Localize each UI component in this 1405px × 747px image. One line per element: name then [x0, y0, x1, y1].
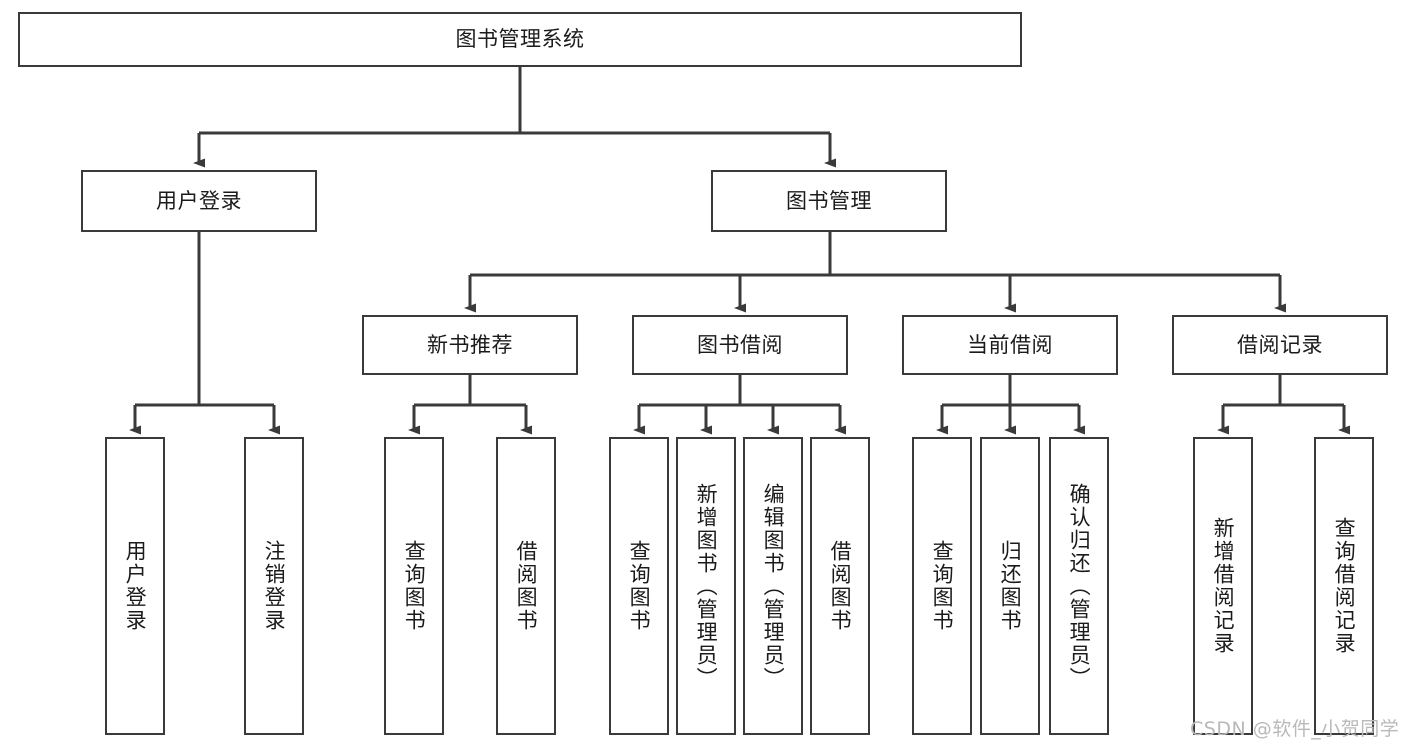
node-user-login-label: 用户登录 [156, 188, 242, 213]
node-borrow-record-label: 借阅记录 [1237, 332, 1323, 357]
leaf-borrow-book-2[interactable]: 借阅图书 [810, 437, 870, 735]
leaf-query-book-1[interactable]: 查询图书 [384, 437, 444, 735]
leaf-edit-book-admin[interactable]: 编辑图书（管理员） [743, 437, 803, 735]
leaf-add-book-admin-label: 新增图书（管理员） [694, 482, 719, 690]
node-book-borrow-label: 图书借阅 [697, 332, 783, 357]
node-current-borrow-label: 当前借阅 [967, 332, 1053, 357]
leaf-add-borrow-record[interactable]: 新增借阅记录 [1193, 437, 1253, 735]
node-book-borrow[interactable]: 图书借阅 [632, 315, 848, 375]
node-book-management[interactable]: 图书管理 [711, 170, 947, 232]
leaf-add-book-admin[interactable]: 新增图书（管理员） [676, 437, 736, 735]
leaf-logout-label: 注销登录 [262, 540, 287, 632]
node-new-book-recommend[interactable]: 新书推荐 [362, 315, 578, 375]
node-new-book-recommend-label: 新书推荐 [427, 332, 513, 357]
leaf-borrow-book-1[interactable]: 借阅图书 [496, 437, 556, 735]
node-borrow-record[interactable]: 借阅记录 [1172, 315, 1388, 375]
leaf-query-borrow-record[interactable]: 查询借阅记录 [1314, 437, 1374, 735]
node-book-management-label: 图书管理 [786, 188, 872, 213]
leaf-confirm-return-admin[interactable]: 确认归还（管理员） [1049, 437, 1109, 735]
node-current-borrow[interactable]: 当前借阅 [902, 315, 1118, 375]
leaf-return-book-label: 归还图书 [998, 540, 1023, 632]
leaf-confirm-return-admin-label: 确认归还（管理员） [1067, 482, 1092, 690]
leaf-query-book-2[interactable]: 查询图书 [609, 437, 669, 735]
leaf-borrow-book-1-label: 借阅图书 [514, 540, 539, 632]
leaf-user-login-label: 用户登录 [123, 540, 148, 632]
leaf-return-book[interactable]: 归还图书 [980, 437, 1040, 735]
node-user-login[interactable]: 用户登录 [81, 170, 317, 232]
leaf-add-borrow-record-label: 新增借阅记录 [1211, 517, 1236, 655]
leaf-logout[interactable]: 注销登录 [244, 437, 304, 735]
leaf-query-book-2-label: 查询图书 [627, 540, 652, 632]
node-root-label: 图书管理系统 [455, 27, 585, 52]
leaf-query-borrow-record-label: 查询借阅记录 [1332, 517, 1357, 655]
leaf-user-login[interactable]: 用户登录 [105, 437, 165, 735]
leaf-query-book-3-label: 查询图书 [930, 540, 955, 632]
csdn-watermark: CSDN @软件_小贺同学 [1190, 718, 1400, 740]
leaf-edit-book-admin-label: 编辑图书（管理员） [761, 482, 786, 690]
leaf-query-book-1-label: 查询图书 [402, 540, 427, 632]
leaf-borrow-book-2-label: 借阅图书 [828, 540, 853, 632]
leaf-query-book-3[interactable]: 查询图书 [912, 437, 972, 735]
node-root[interactable]: 图书管理系统 [18, 12, 1022, 67]
